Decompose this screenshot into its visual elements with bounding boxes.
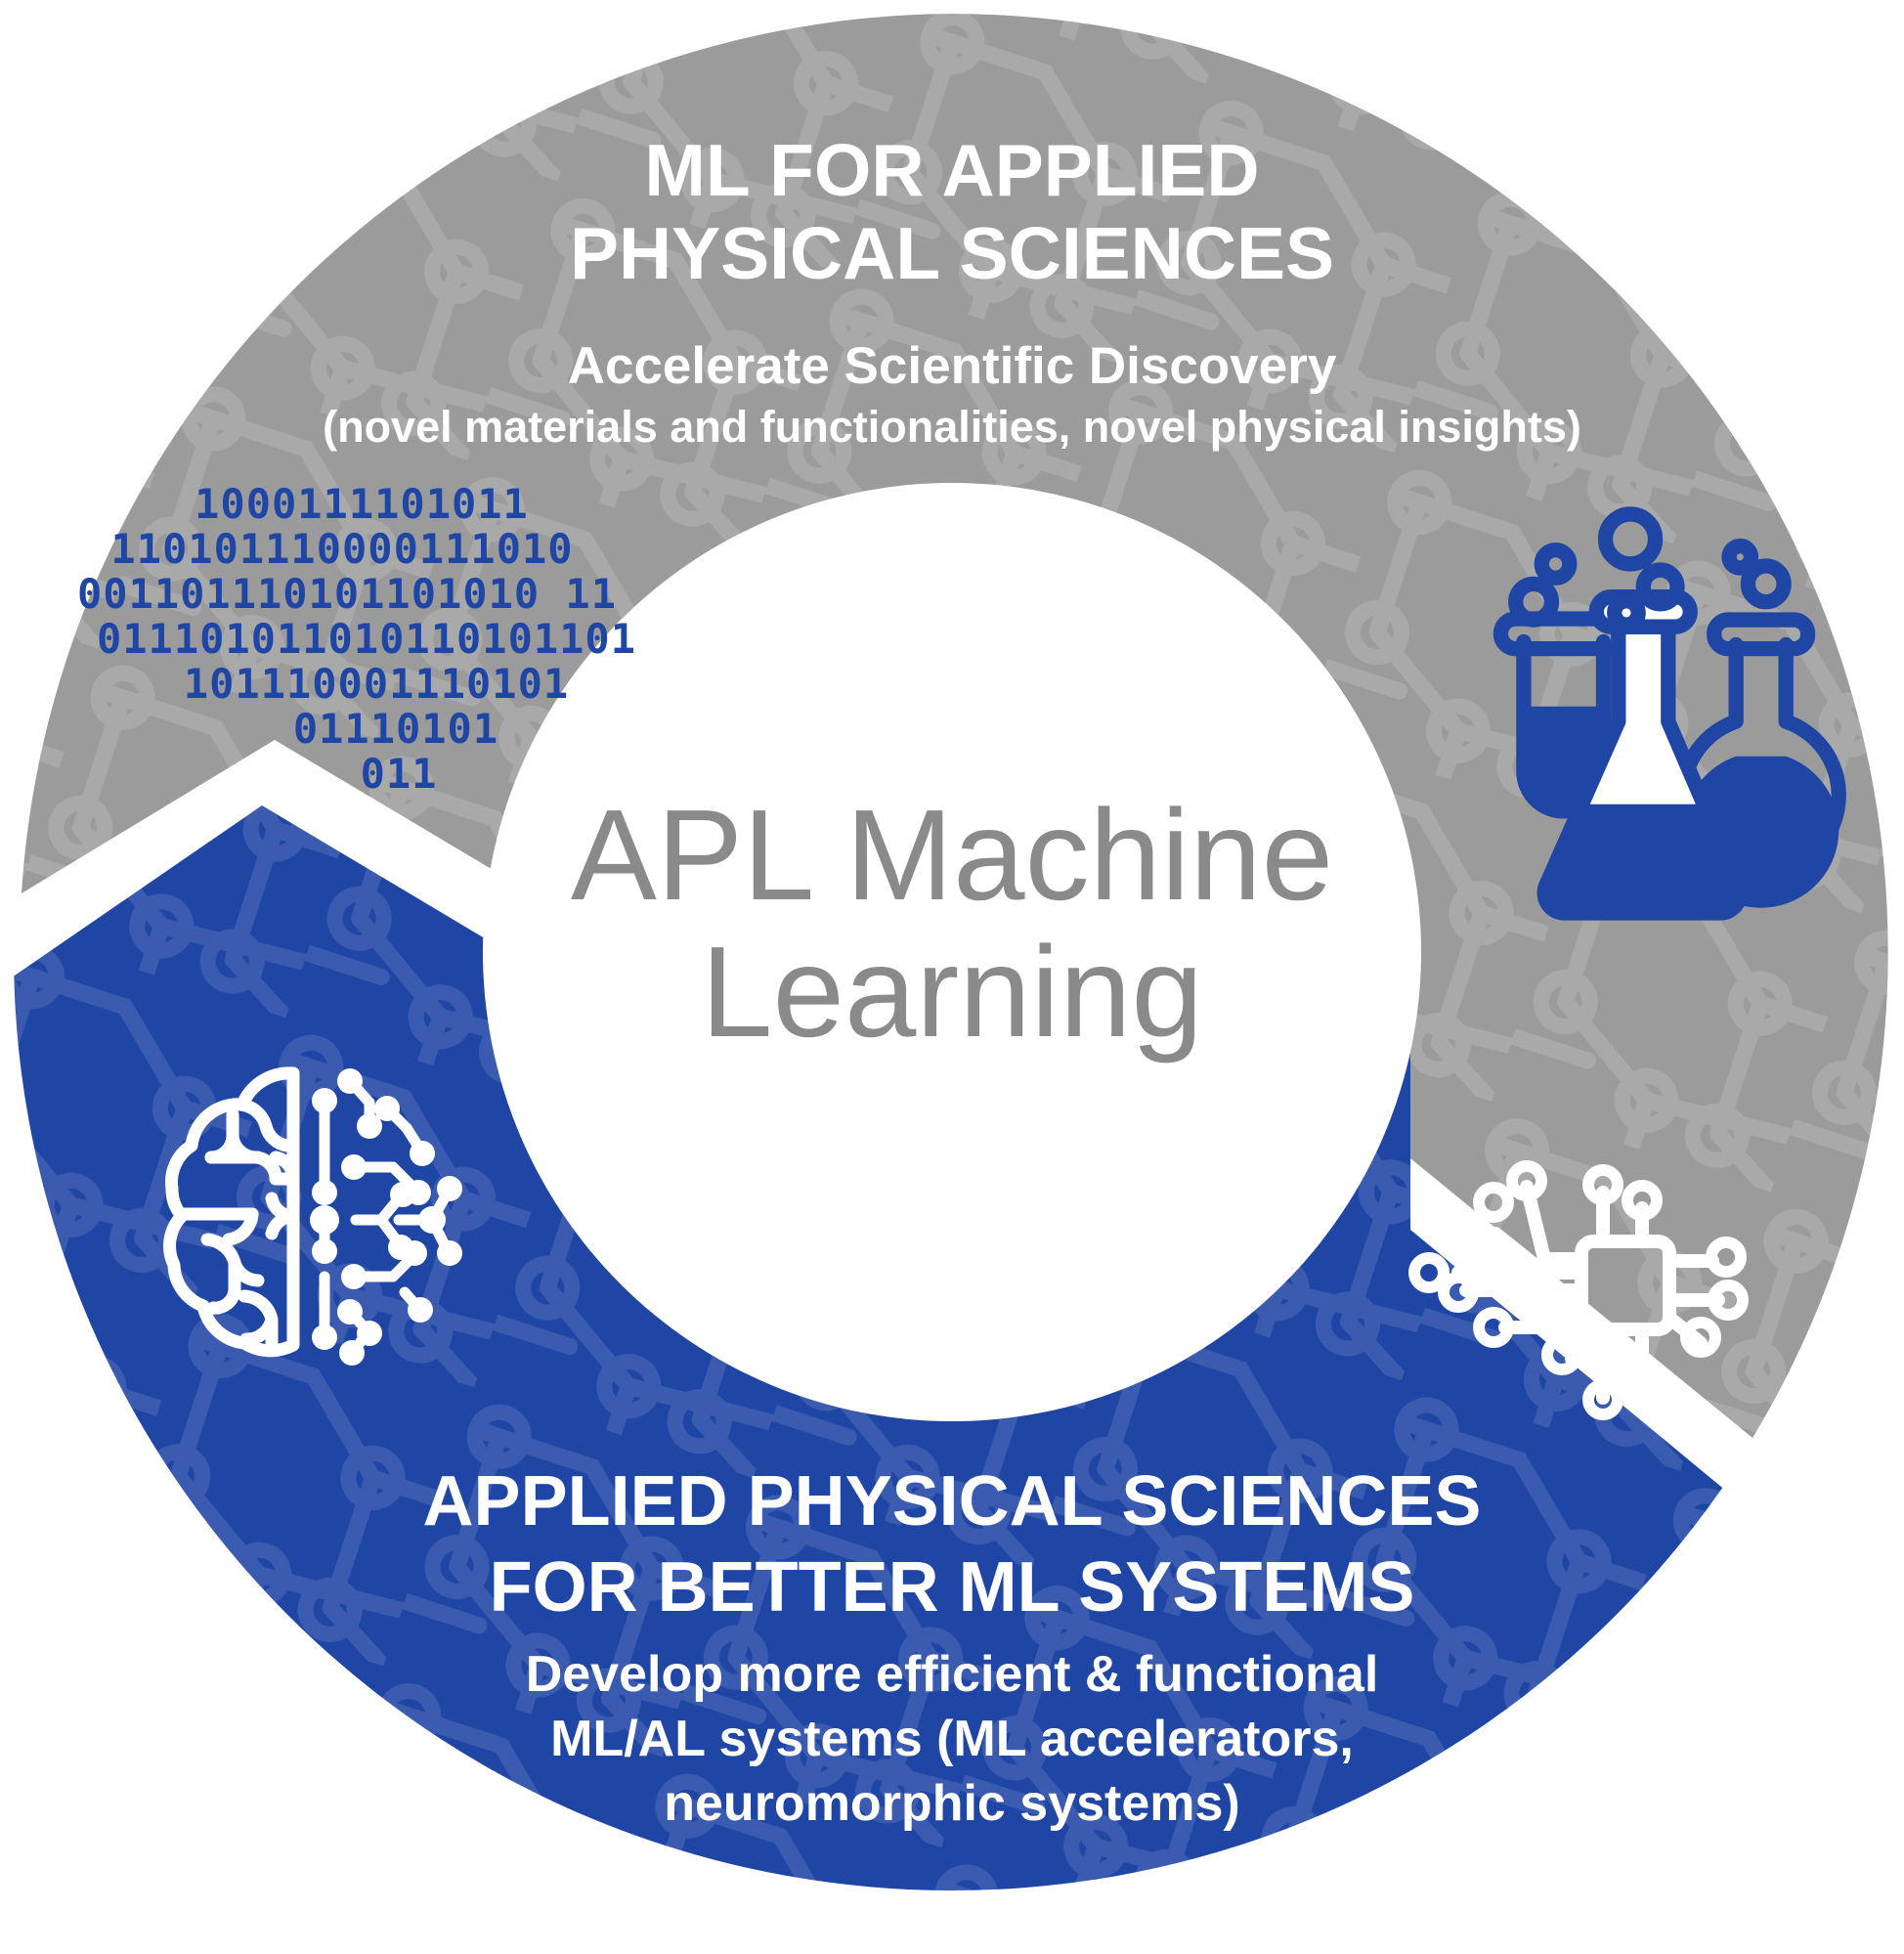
- binary-row-3: 011101011010110101101: [97, 615, 636, 663]
- brain-circuit-icon: [163, 1066, 462, 1366]
- center-title-line2: Learning: [701, 920, 1203, 1064]
- binary-row-4: 101110001110101: [184, 660, 569, 708]
- binary-row-5: 01110101: [293, 705, 498, 753]
- blue-subtitle-line2: ML/AL systems (ML accelerators,: [550, 1711, 1354, 1767]
- blue-heading-line2: FOR BETTER ML SYSTEMS: [490, 1548, 1415, 1627]
- center-disc: [483, 483, 1421, 1421]
- binary-data-icon: 1000111101011 110101110000111010 0011011…: [77, 480, 636, 798]
- gray-heading-line2: PHYSICAL SCIENCES: [570, 212, 1334, 294]
- blue-subtitle-line3: neuromorphic systems): [664, 1775, 1240, 1832]
- binary-row-6: 011: [361, 750, 438, 798]
- binary-row-2: 001101110101101010 11: [77, 570, 617, 618]
- gray-heading-line1: ML FOR APPLIED: [644, 129, 1259, 211]
- microchip-icon: [1408, 1160, 1749, 1420]
- gray-subtitle-line2: (novel materials and functionalities, no…: [323, 402, 1581, 452]
- binary-row-1: 110101110000111010: [110, 525, 573, 573]
- blue-heading-line1: APPLIED PHYSICAL SCIENCES: [423, 1462, 1482, 1541]
- blue-subtitle-line1: Develop more efficient & functional: [526, 1646, 1379, 1703]
- center-title-line1: APL Machine: [571, 783, 1333, 927]
- gray-subtitle-line1: Accelerate Scientific Discovery: [568, 337, 1337, 395]
- binary-row-0: 1000111101011: [195, 480, 529, 528]
- lab-flask-icon: [1493, 506, 1846, 921]
